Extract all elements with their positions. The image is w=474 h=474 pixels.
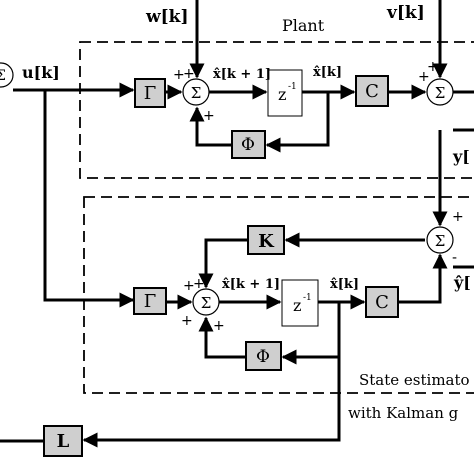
estimator-phi-label: Φ bbox=[256, 347, 270, 367]
state-to-l-wire bbox=[82, 302, 341, 448]
plant-state-feedback bbox=[265, 92, 330, 153]
est-sum-sign-bottom-left: + bbox=[181, 313, 193, 329]
error-sum-sign-top: + bbox=[452, 209, 464, 225]
kalman-gain-label: K bbox=[258, 231, 275, 252]
gain-to-state-sum bbox=[198, 238, 248, 289]
est-sum-sign-left: + bbox=[183, 278, 195, 294]
plant-phi-label: Φ bbox=[241, 135, 255, 155]
v-label: v[k] bbox=[386, 3, 425, 23]
estimator-state-sum-symbol: Σ bbox=[201, 294, 212, 312]
plant-delay-z: z bbox=[278, 85, 286, 104]
estimator-delay-block bbox=[281, 279, 319, 327]
plant-title: Plant bbox=[282, 16, 325, 35]
estimator-delay-z: z bbox=[293, 296, 301, 315]
estimator-caption-line1: State estimato bbox=[359, 371, 470, 389]
feedback-gain-block bbox=[43, 425, 83, 457]
plant-out-sign-top: + bbox=[427, 59, 439, 75]
plant-sum-sign-bottom: + bbox=[203, 108, 215, 124]
estimator-error-sum bbox=[426, 226, 454, 254]
estimator-gamma-label: Γ bbox=[144, 291, 157, 312]
estimator-gamma-block bbox=[133, 287, 167, 315]
estimator-caption-line2: with Kalman g bbox=[348, 404, 459, 422]
estimator-phi-to-sum bbox=[198, 316, 246, 359]
plant-xk-label: x̂[k] bbox=[313, 65, 342, 80]
plant-delay-exp: -1 bbox=[288, 82, 297, 92]
estimator-frame bbox=[83, 196, 474, 394]
est-sum-sign-top: + bbox=[193, 276, 205, 292]
estimator-xk-label: x̂[k] bbox=[330, 277, 359, 292]
estimator-error-sum-symbol: Σ bbox=[435, 232, 446, 250]
estimator-x-next-label: x̂[k + 1] bbox=[222, 277, 280, 292]
yhat-label: ŷ[ bbox=[453, 273, 471, 292]
plant-frame bbox=[79, 41, 474, 179]
plant-state-sum-symbol: Σ bbox=[191, 84, 202, 102]
plant-output-sum-symbol: Σ bbox=[435, 84, 446, 102]
plant-out-sign-left: + bbox=[418, 69, 430, 85]
plant-sum-sign-top: + bbox=[183, 66, 195, 82]
estimator-delay-exp: -1 bbox=[303, 293, 312, 303]
w-label: w[k] bbox=[145, 7, 189, 27]
plant-phi-to-sum bbox=[189, 106, 232, 147]
est-sum-sign-bottom: + bbox=[213, 318, 225, 334]
estimator-c-block bbox=[365, 286, 399, 318]
plant-x-next-label: x̂[k + 1] bbox=[213, 67, 271, 82]
y-label: y[ bbox=[452, 147, 470, 166]
left-summing-junction bbox=[0, 62, 14, 88]
error-sum-sign-bottom: - bbox=[452, 250, 457, 266]
u-wire-estimator bbox=[43, 90, 135, 308]
plant-sum-sign-left: + bbox=[173, 67, 185, 83]
plant-c-label: C bbox=[365, 81, 379, 102]
plant-gamma-label: Γ bbox=[144, 83, 157, 104]
estimator-output-to-error bbox=[398, 253, 448, 304]
estimator-c-label: C bbox=[375, 292, 389, 313]
u-label: u[k] bbox=[22, 63, 60, 82]
feedback-gain-label: L bbox=[57, 431, 70, 452]
left-sum-symbol: Σ bbox=[0, 68, 6, 84]
plant-delay-block bbox=[267, 69, 303, 117]
